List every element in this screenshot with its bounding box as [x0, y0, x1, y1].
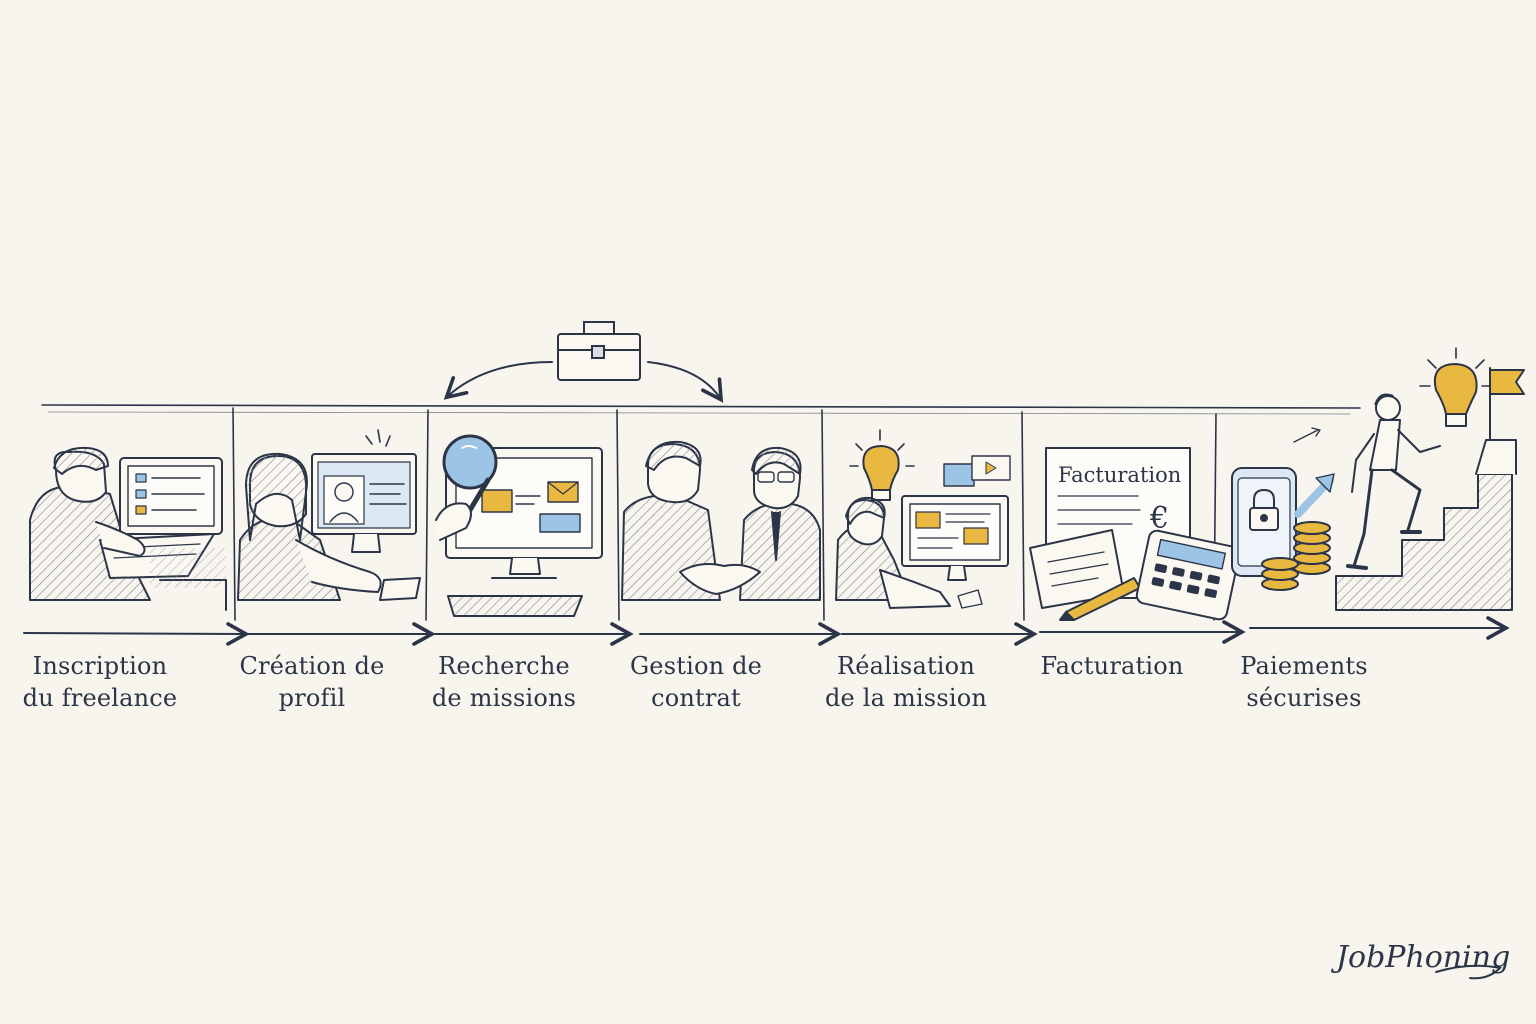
person-climbing — [1346, 393, 1441, 570]
arrow-1 — [23, 622, 250, 646]
illustration-paiements — [1231, 347, 1525, 611]
lock-icon — [1249, 489, 1279, 531]
illustration-facturation — [1029, 447, 1241, 621]
coins-icon — [1261, 521, 1331, 591]
step-label-facturation: Facturation — [1040, 652, 1184, 680]
illustration-inscription — [29, 446, 227, 611]
illustration-profil — [237, 429, 421, 601]
euro-icon: € — [1149, 501, 1169, 536]
lightbulb-icon-goal — [1419, 347, 1493, 427]
lightbulb-icon — [849, 429, 915, 501]
timeline — [23, 616, 1510, 646]
calculator-icon — [1135, 529, 1241, 621]
brand-flourish — [1435, 964, 1503, 980]
stairs — [1335, 473, 1513, 611]
frame — [41, 404, 1361, 621]
illustration-realisation — [835, 429, 1011, 609]
invoice-title: Facturation — [1058, 463, 1181, 487]
brand-logo: JobPhoning — [1336, 940, 1511, 975]
illustration-recherche — [435, 434, 603, 617]
briefcase-icon — [557, 321, 641, 381]
illustration-contrat — [621, 440, 821, 601]
flag-icon — [1489, 367, 1525, 441]
cycle-arrows — [443, 361, 724, 403]
